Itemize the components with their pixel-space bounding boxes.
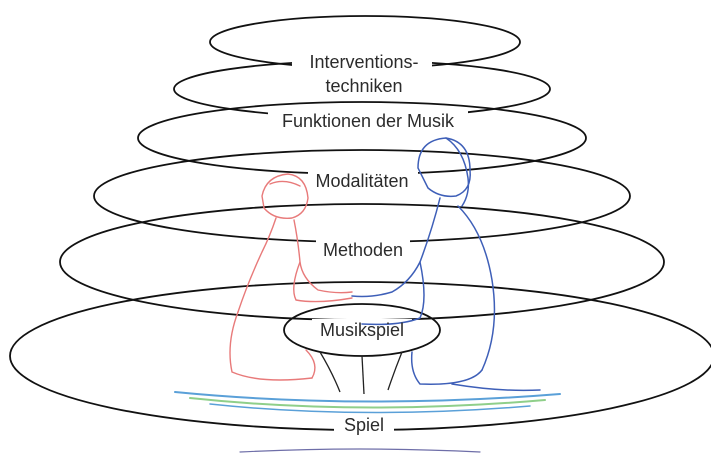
label-musikspiel: Musikspiel bbox=[320, 320, 404, 340]
ellipse-modalitaeten bbox=[94, 150, 630, 242]
label-interventionstechniken-line2: techniken bbox=[325, 76, 402, 96]
label-interventionstechniken-line1: Interventions- bbox=[309, 52, 418, 72]
ellipse-methoden bbox=[60, 204, 664, 320]
label-methoden: Methoden bbox=[323, 240, 403, 260]
drum-legs bbox=[320, 352, 402, 394]
label-modalitaeten: Modalitäten bbox=[315, 171, 408, 191]
label-funktionen-der-musik: Funktionen der Musik bbox=[282, 111, 455, 131]
label-spiel: Spiel bbox=[344, 415, 384, 435]
